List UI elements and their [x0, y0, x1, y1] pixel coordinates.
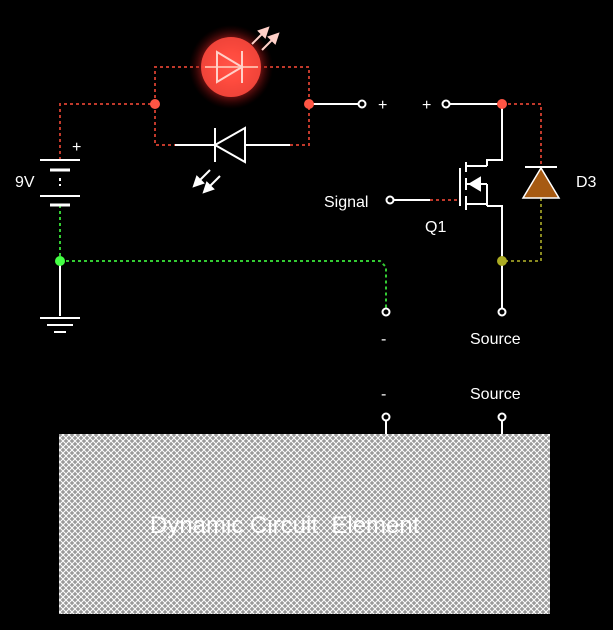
source-top-label: Source — [470, 331, 521, 348]
dynamic-element-box[interactable] — [59, 434, 550, 614]
wire-pd-left — [154, 104, 175, 146]
wire-pd-right — [290, 104, 310, 146]
wire-ground-rail — [60, 260, 387, 308]
wire-diode-bottom — [502, 198, 542, 262]
terminal-minus-top[interactable] — [381, 307, 391, 317]
nodes — [55, 99, 507, 266]
minus-top-label: - — [381, 331, 386, 348]
diode-label: D3 — [576, 174, 597, 191]
terminal-plus-left-label: + — [378, 97, 387, 114]
battery-plus-label: + — [72, 139, 81, 156]
dynamic-element-label: Dynamic Circuit Element — [150, 512, 420, 539]
node-ground — [55, 256, 65, 266]
node-left — [150, 99, 160, 109]
terminal-minus-bottom[interactable] — [381, 412, 391, 422]
node-right — [304, 99, 314, 109]
wire-right-rail — [502, 103, 542, 170]
wire-drain — [486, 104, 503, 166]
battery-label: 9V — [15, 174, 35, 191]
wire-source — [487, 205, 503, 261]
terminal-source-top[interactable] — [497, 307, 507, 317]
mosfet-icon[interactable] — [459, 162, 502, 210]
terminal-plus-right[interactable] — [441, 99, 451, 109]
terminals[interactable] — [357, 99, 507, 422]
ground-icon — [40, 317, 80, 333]
minus-bottom-label: - — [381, 386, 386, 403]
source-bottom-label: Source — [470, 386, 521, 403]
led-lit-icon[interactable] — [189, 25, 280, 109]
signal-label: Signal — [324, 194, 368, 211]
terminal-plus-right-label: + — [422, 97, 431, 114]
battery-icon[interactable] — [40, 159, 80, 207]
terminal-plus-left[interactable] — [357, 99, 367, 109]
photodiode-icon[interactable] — [175, 126, 290, 194]
terminal-source-bottom[interactable] — [497, 412, 507, 422]
wire-led-right — [258, 66, 310, 104]
diode-icon[interactable] — [521, 166, 561, 199]
terminal-signal[interactable] — [385, 195, 395, 205]
wires — [59, 66, 542, 436]
node-source — [497, 256, 507, 266]
transistor-label: Q1 — [425, 219, 446, 236]
wire-led-left — [154, 66, 205, 104]
node-mosfet-top — [497, 99, 507, 109]
wire-battery-top — [59, 103, 155, 160]
